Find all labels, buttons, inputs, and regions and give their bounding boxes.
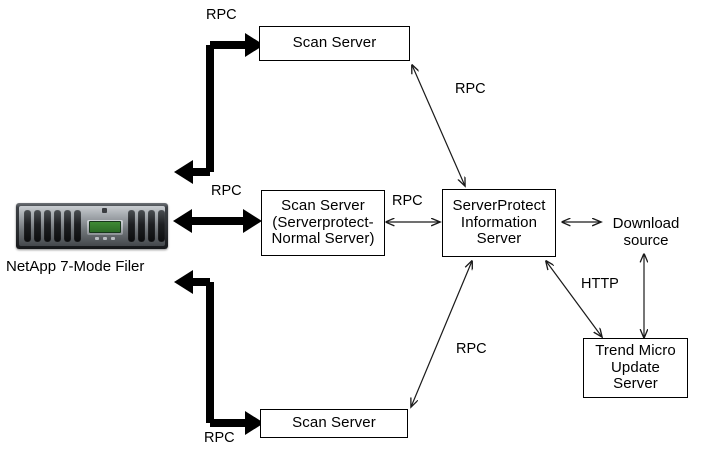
node-update-server-label: Trend Micro Update Server [595,341,676,393]
node-scan-server-bottom: Scan Server [260,409,408,438]
drive-slot-icon [128,210,135,242]
drive-slot-icon [24,210,31,242]
edge-label-rpc-bottom-left: RPC [204,430,235,446]
edge-label-rpc-middle-left: RPC [211,183,242,199]
node-scan-server-bottom-label: Scan Server [292,414,376,432]
edge-label-text: RPC [455,81,486,97]
status-led-icon [94,236,99,240]
netapp-filer-appliance-icon [16,203,168,249]
node-information-server-label: ServerProtect Information Server [452,196,546,248]
drive-slot-icon [138,210,145,242]
edge-label-text: RPC [211,183,242,199]
edge-label-rpc-bottom-right: RPC [456,341,487,357]
thick-connector-filer-to-bottom-scan-server [174,270,264,435]
edge-label-http: HTTP [581,276,619,292]
edge-label-rpc-top-right: RPC [455,81,486,97]
status-led-row [94,236,115,240]
node-download-source: Download source [600,197,692,250]
thin-connector-information-server-to-bottom-scan-server [411,261,472,407]
status-led-icon [110,236,115,240]
drive-slot-icon [158,210,165,242]
node-scan-server-top: Scan Server [259,26,410,61]
netapp-logo-icon [102,208,107,213]
drive-slot-icon [44,210,51,242]
edge-label-rpc-middle-right: RPC [392,193,423,209]
filer-front-panel [85,206,124,246]
edge-label-text: RPC [204,430,235,446]
edge-label-text: RPC [392,193,423,209]
node-download-source-label: Download source [612,214,680,250]
thin-connector-information-server-to-update-server [546,261,602,337]
lcd-bezel [86,219,123,235]
node-scan-server-top-label: Scan Server [292,34,377,52]
drive-slot-icon [74,210,81,242]
node-information-server: ServerProtect Information Server [442,189,556,257]
filer-caption-label: NetApp 7-Mode Filer [6,258,145,275]
node-scan-server-middle-label: Scan Server (Serverprotect- Normal Serve… [271,196,375,248]
drive-slot-icon [34,210,41,242]
lcd-screen-icon [88,221,121,233]
thick-connector-filer-to-top-scan-server [174,33,264,184]
drive-slot-icon [54,210,61,242]
status-led-icon [102,236,107,240]
node-scan-server-middle: Scan Server (Serverprotect- Normal Serve… [261,190,385,256]
edge-label-rpc-top-left: RPC [206,7,237,23]
node-update-server: Trend Micro Update Server [583,338,688,398]
edge-label-text: RPC [206,7,237,23]
drive-slot-icon [64,210,71,242]
edge-label-text: RPC [456,341,487,357]
thick-connector-filer-to-middle-scan-server [173,209,262,233]
drive-slot-icon [148,210,155,242]
edge-label-text: HTTP [581,276,619,292]
